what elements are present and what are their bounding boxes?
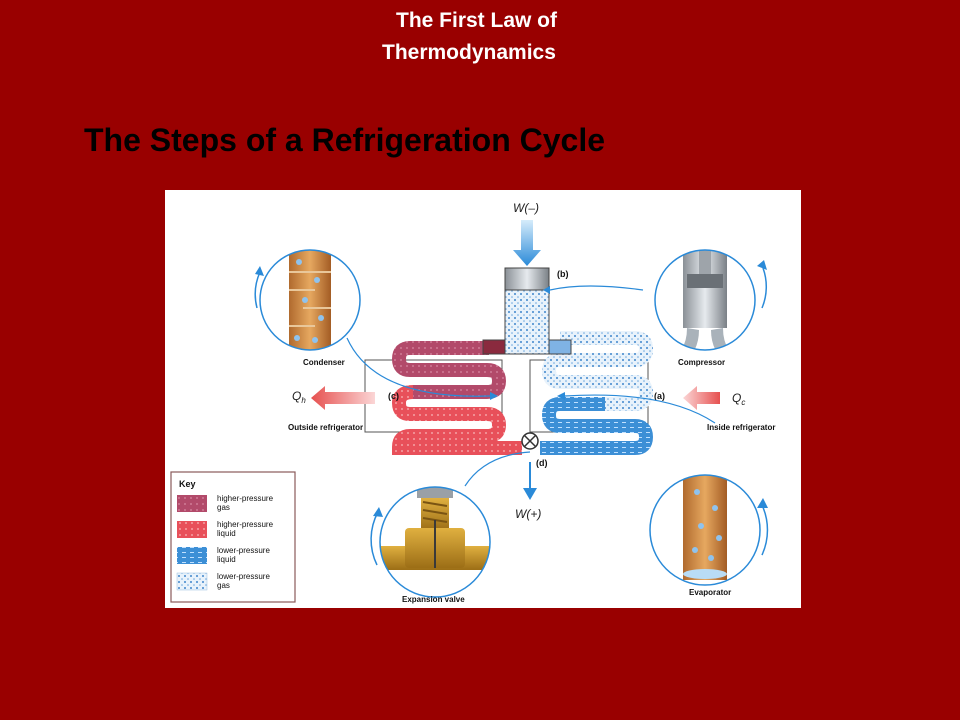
outside-refrigerator-label: Outside refrigerator [288,423,363,432]
evaporator-inset [649,474,769,586]
condenser-label: Condenser [303,358,345,367]
coil-system [364,267,654,455]
condenser-liquid-coil [391,385,522,455]
key-swatch-hp-liquid [177,521,207,538]
key-item-3-line1: lower-pressure [217,546,270,555]
heat-out-arrow [311,386,375,410]
evaporator-gas-coil [541,331,654,411]
work-in-arrow [513,220,541,266]
header-line-2: Thermodynamics [382,41,556,64]
key-title: Key [179,479,196,489]
step-a-label: (a) [654,391,665,401]
slide-title: The Steps of a Refrigeration Cycle [84,122,606,158]
expansion-valve-label: Expansion valve [402,595,465,604]
step-d-label: (d) [536,458,548,468]
key-item-1-line1: higher-pressure [217,494,274,503]
condenser-inset [254,249,361,351]
header-line-1: The First Law of [396,9,558,32]
evaporator-liquid-coil [540,397,654,455]
heat-in-arrow [683,386,720,410]
inside-refrigerator-label: Inside refrigerator [707,423,775,432]
compressor-inset [654,249,768,351]
key-swatch-lp-liquid [177,547,207,564]
heat-out-label: Qh [292,389,306,405]
key-item-4-line2: gas [217,581,230,590]
flow-connectors [346,285,716,487]
refrigeration-diagram: W(–) W(+) Qh Qc (b) (a) (c) (d) Condense [170,201,775,604]
evaporator-label: Evaporator [689,588,731,597]
refrigeration-cycle-figure: W(–) W(+) Qh Qc (b) (a) (c) (d) Condense [165,190,801,608]
work-out-label: W(+) [515,507,541,521]
flow-arrowheads [490,286,565,400]
key-item-1-line2: gas [217,503,230,512]
work-out-arrow [523,462,537,500]
expansion-valve-inset [370,486,491,598]
key-item-3-line2: liquid [217,555,236,564]
condenser-gas-coil [391,341,507,399]
key-item-2-line2: liquid [217,529,236,538]
key-item-2-line1: higher-pressure [217,520,274,529]
expansion-valve-symbol [521,432,539,450]
key-swatch-hp-gas [177,495,207,512]
key-box: Key higher-pressure gas higher-pressure … [170,471,296,603]
heat-in-label: Qc [732,391,745,407]
key-item-4-line1: lower-pressure [217,572,270,581]
key-swatch-lp-gas [176,572,208,591]
step-b-label: (b) [557,269,569,279]
step-c-label: (c) [388,391,399,401]
work-in-label: W(–) [513,201,539,215]
compressor-label: Compressor [678,358,725,367]
